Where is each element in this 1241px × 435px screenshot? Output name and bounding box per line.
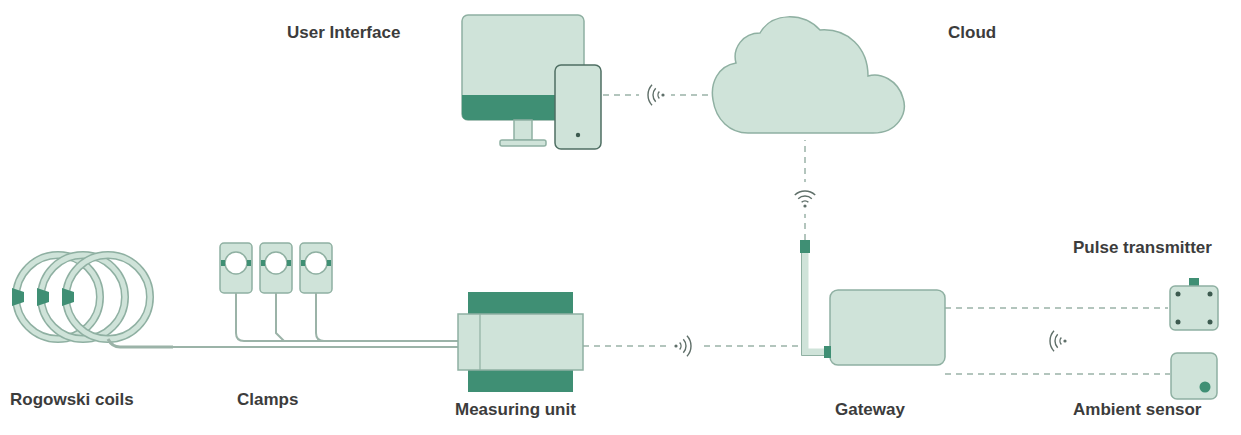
wireless-symbol	[639, 79, 671, 111]
wireless-link	[945, 307, 1168, 309]
screen-icon	[462, 15, 602, 150]
wireless-symbol	[789, 182, 821, 214]
device-label: User Interface	[287, 23, 400, 43]
cloud-shape	[708, 8, 908, 140]
sensor-icon	[1170, 352, 1220, 400]
device-node: Cloud	[708, 8, 908, 140]
device-label: Cloud	[948, 23, 996, 43]
device-node: Measuring unit	[458, 292, 583, 392]
device-node: Rogowski coils	[8, 250, 173, 350]
wireless-symbol	[1041, 325, 1073, 357]
clamp-wire	[236, 301, 300, 341]
gateway-icon	[800, 240, 948, 368]
coil-icon	[8, 250, 173, 350]
device-label: Clamps	[237, 390, 298, 410]
device-label: Measuring unit	[455, 400, 576, 420]
cable	[276, 301, 458, 341]
device-label: Pulse transmitter	[1073, 238, 1212, 258]
device-label: Ambient sensor	[1073, 400, 1201, 420]
clamp-icon	[220, 243, 332, 301]
device-node: Clamps	[220, 243, 332, 301]
device-label: Rogowski coils	[10, 390, 134, 410]
device-node: User Interface	[462, 15, 602, 150]
meter-icon	[458, 292, 583, 392]
transmitter-icon	[1168, 278, 1220, 330]
device-label: Gateway	[835, 400, 905, 420]
device-node: Pulse transmitter	[1168, 278, 1220, 330]
wireless-link	[945, 373, 1170, 375]
cable	[173, 346, 458, 348]
wireless-symbol	[668, 330, 700, 362]
clamp-wire	[316, 301, 360, 341]
device-node: Gateway	[800, 240, 948, 368]
device-node: Ambient sensor	[1170, 352, 1220, 400]
